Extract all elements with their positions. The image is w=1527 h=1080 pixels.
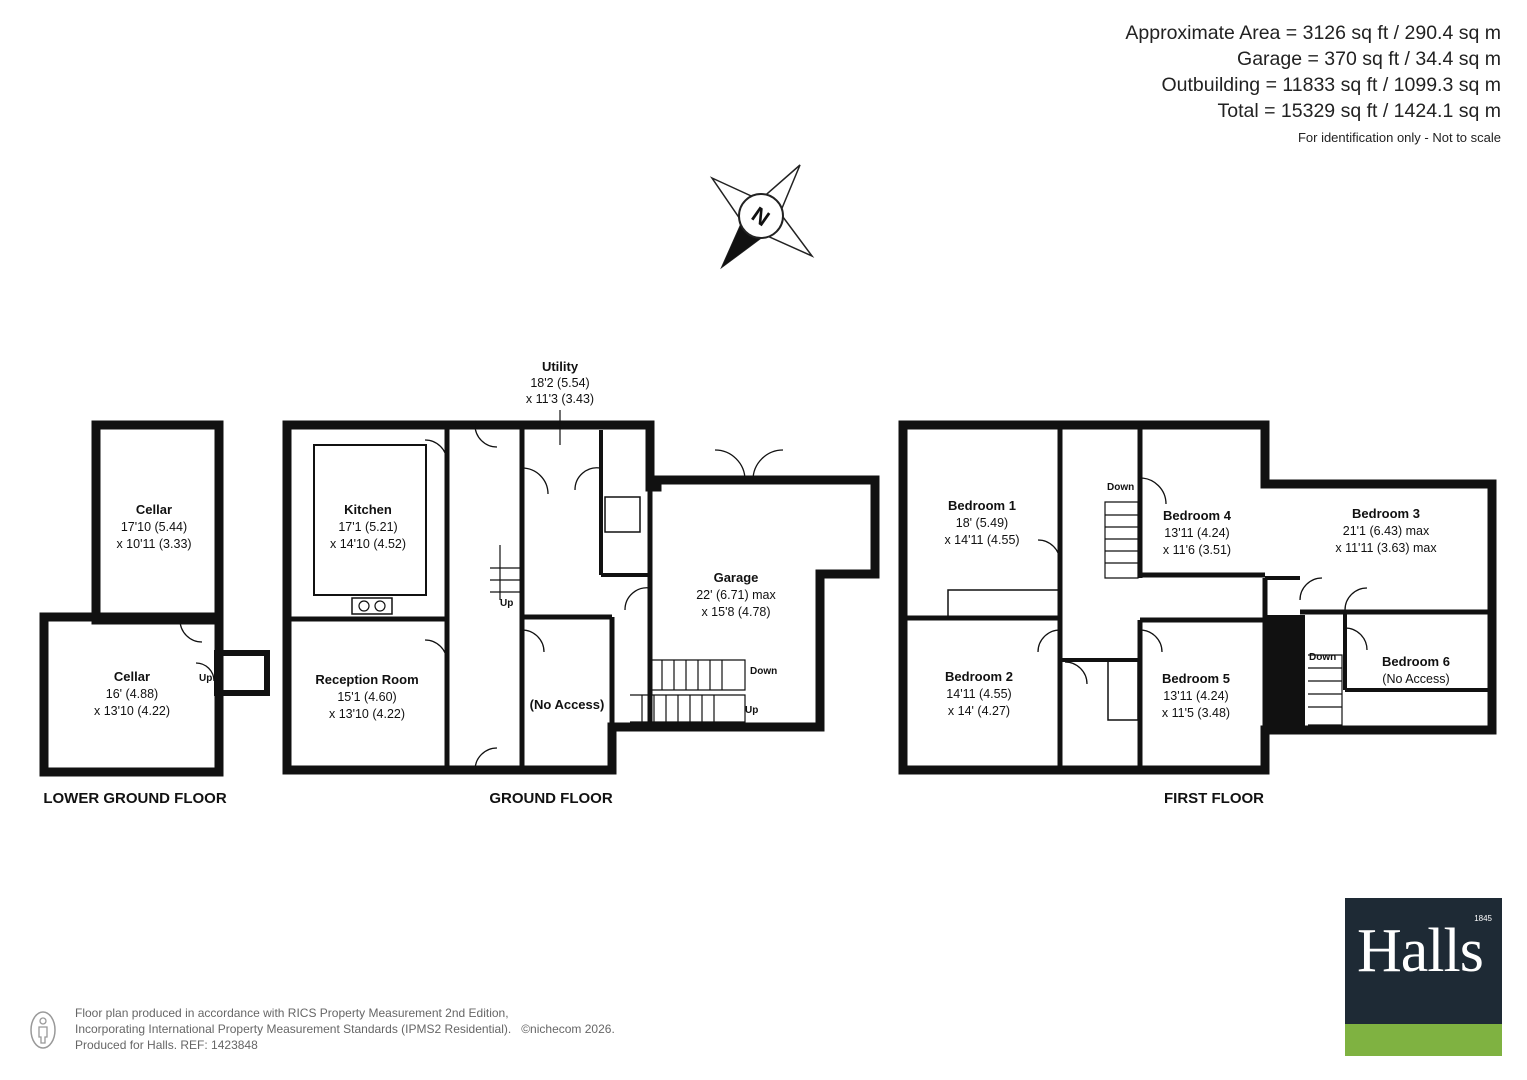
bedroom-4-dim1: 13'11 (4.24) [1164,526,1229,540]
bedroom-5-name: Bedroom 5 [1162,671,1230,686]
cellar-stairs-up: Up [199,673,212,684]
bedroom-2-name: Bedroom 2 [945,669,1013,684]
first-floor [898,420,1497,775]
bedroom-1-dim1: 18' (5.49) [956,516,1008,530]
landing-stairs-down: Down [1107,482,1134,493]
garage-stairs-down: Down [750,666,777,677]
lower-ground-floor [39,420,270,777]
bedroom-1-dim2: x 14'11 (4.55) [944,533,1019,547]
reception-room-dim1: 15'1 (4.60) [337,690,396,704]
bedroom-5-dim1: 13'11 (4.24) [1163,689,1228,703]
kitchen-name: Kitchen [344,502,392,517]
area-summary: Approximate Area = 3126 sq ft / 290.4 sq… [1125,20,1501,145]
rear-stairs-down: Down [1309,652,1336,663]
logo-name: Halls [1357,917,1484,985]
utility-dim2: x 11'3 (3.43) [526,392,594,406]
cellar-lower-name: Cellar [114,669,150,684]
kitchen-dim1: 17'1 (5.21) [338,520,397,534]
approximate-area: Approximate Area = 3126 sq ft / 290.4 sq… [1125,22,1501,44]
bedroom-3-dim1: 21'1 (6.43) max [1343,524,1430,538]
person-icon [30,1011,56,1049]
bedroom-6-note: (No Access) [1382,672,1449,686]
hall-stairs-up: Up [500,598,513,609]
ground-floor-label: GROUND FLOOR [489,790,612,807]
utility-dim1: 18'2 (5.54) [530,376,589,390]
logo-bar [1345,1024,1502,1056]
cellar-upper-name: Cellar [136,502,172,517]
garage-area: Garage = 370 sq ft / 34.4 sq m [1237,48,1501,70]
reception-room-name: Reception Room [315,672,418,687]
cellar-upper-dim1: 17'10 (5.44) [121,520,187,534]
bedroom-5-dim2: x 11'5 (3.48) [1162,706,1230,720]
bedroom-4-dim2: x 11'6 (3.51) [1163,543,1231,557]
garage-dim2: x 15'8 (4.78) [701,605,770,619]
bedroom-1-name: Bedroom 1 [948,498,1016,513]
bedroom-2-dim1: 14'11 (4.55) [946,687,1011,701]
footer-line-1: Floor plan produced in accordance with R… [75,1006,509,1020]
total-area: Total = 15329 sq ft / 1424.1 sq m [1217,100,1501,122]
bedroom-2-dim2: x 14' (4.27) [948,704,1010,718]
logo-year: 1845 [1474,914,1492,923]
reception-room-dim2: x 13'10 (4.22) [329,707,405,721]
kitchen-dim2: x 14'10 (4.52) [330,537,406,551]
garage-dim1: 22' (6.71) max [696,588,776,602]
first-floor-label: FIRST FLOOR [1164,790,1264,807]
bedroom-3-name: Bedroom 3 [1352,506,1420,521]
cellar-upper-dim2: x 10'11 (3.33) [116,537,191,551]
halls-logo: Halls 1845 [1345,898,1502,1056]
compass-icon: N [709,164,815,270]
utility-name: Utility [542,359,579,374]
footer-line-3: Produced for Halls. REF: 1423848 [75,1038,258,1052]
bedroom-3-dim2: x 11'11 (3.63) max [1335,541,1437,555]
outbuilding-area: Outbuilding = 11833 sq ft / 1099.3 sq m [1161,74,1502,96]
no-access-room: (No Access) [530,697,605,712]
footer-text: Floor plan produced in accordance with R… [75,1005,615,1053]
scale-note: For identification only - Not to scale [1297,130,1501,145]
bedroom-6-name: Bedroom 6 [1382,654,1450,669]
ground-floor [282,420,880,775]
footer-copyright: ©nichecom 2026. [521,1022,615,1036]
lower-ground-floor-label: LOWER GROUND FLOOR [43,790,226,807]
footer-line-2: Incorporating International Property Mea… [75,1022,512,1036]
garage-name: Garage [714,570,759,585]
garage-stairs-up: Up [745,705,758,716]
bedroom-4-name: Bedroom 4 [1163,508,1232,523]
cellar-lower-dim1: 16' (4.88) [106,687,158,701]
cellar-lower-dim2: x 13'10 (4.22) [94,704,170,718]
